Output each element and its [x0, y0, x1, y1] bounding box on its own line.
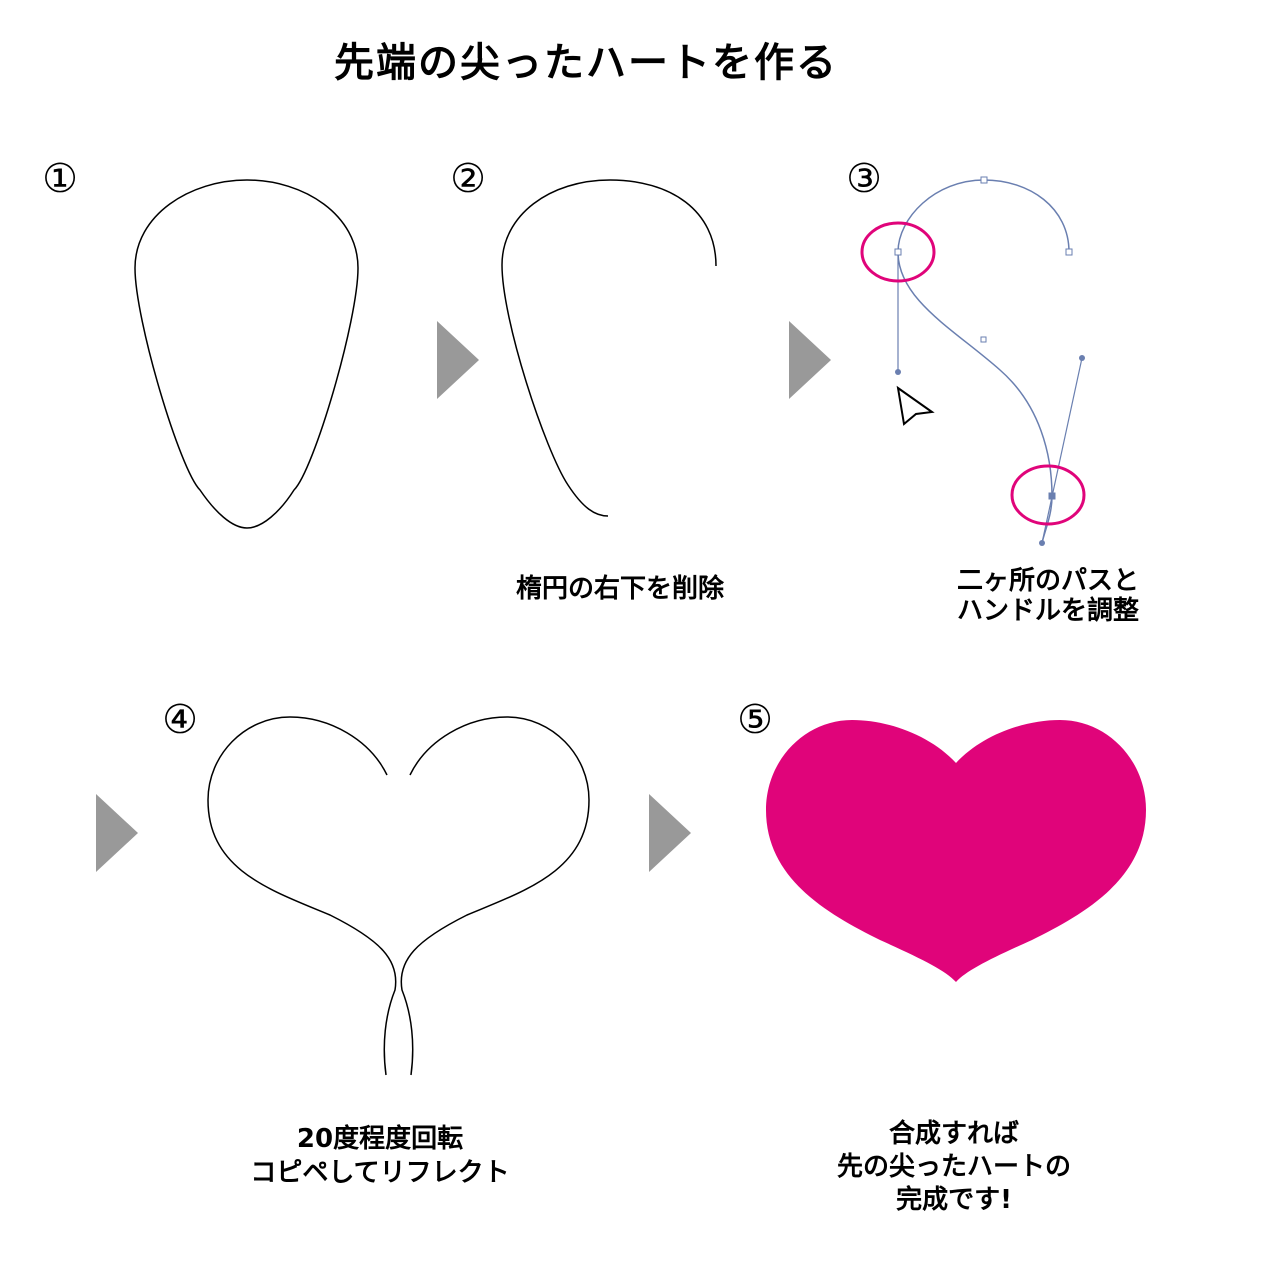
step2-caption: 楕円の右下を削除 [515, 574, 724, 604]
step-number-4: ④ [162, 697, 198, 743]
arrow-right-triangle-icon [437, 321, 479, 399]
arrow-right-triangle-icon [789, 321, 831, 399]
step4-caption-line2: コピペしてリフレクト [250, 1158, 510, 1188]
step-number-2: ② [450, 156, 486, 202]
page-title: 先端の尖ったハートを作る [334, 40, 838, 86]
cursor-arrow-icon [896, 385, 935, 426]
step1-teardrop-shape [134, 179, 359, 529]
step3-caption-line1: 二ヶ所のパスと [956, 566, 1139, 596]
step-number-1: ① [42, 156, 78, 202]
highlight-ring-top [860, 221, 936, 283]
step3-caption-line2: ハンドルを調整 [956, 596, 1139, 626]
step3-edited-path [894, 176, 1085, 546]
step5-caption-line2: 先の尖ったハートの [836, 1152, 1071, 1182]
step5-caption-line1: 合成すれば [888, 1119, 1019, 1149]
step-number-5: ⑤ [737, 697, 773, 743]
highlight-ring-bottom [1010, 464, 1086, 526]
step5-caption-line3: 完成です! [896, 1185, 1012, 1215]
step2-open-curve [501, 179, 717, 517]
step4-heart-outline [207, 716, 590, 1076]
step4-caption-line1: 20度程度回転 [296, 1124, 464, 1154]
arrow-right-triangle-icon [649, 794, 691, 872]
step-number-3: ③ [846, 156, 882, 202]
step5-filled-heart [766, 720, 1146, 982]
arrow-right-triangle-icon [96, 794, 138, 872]
